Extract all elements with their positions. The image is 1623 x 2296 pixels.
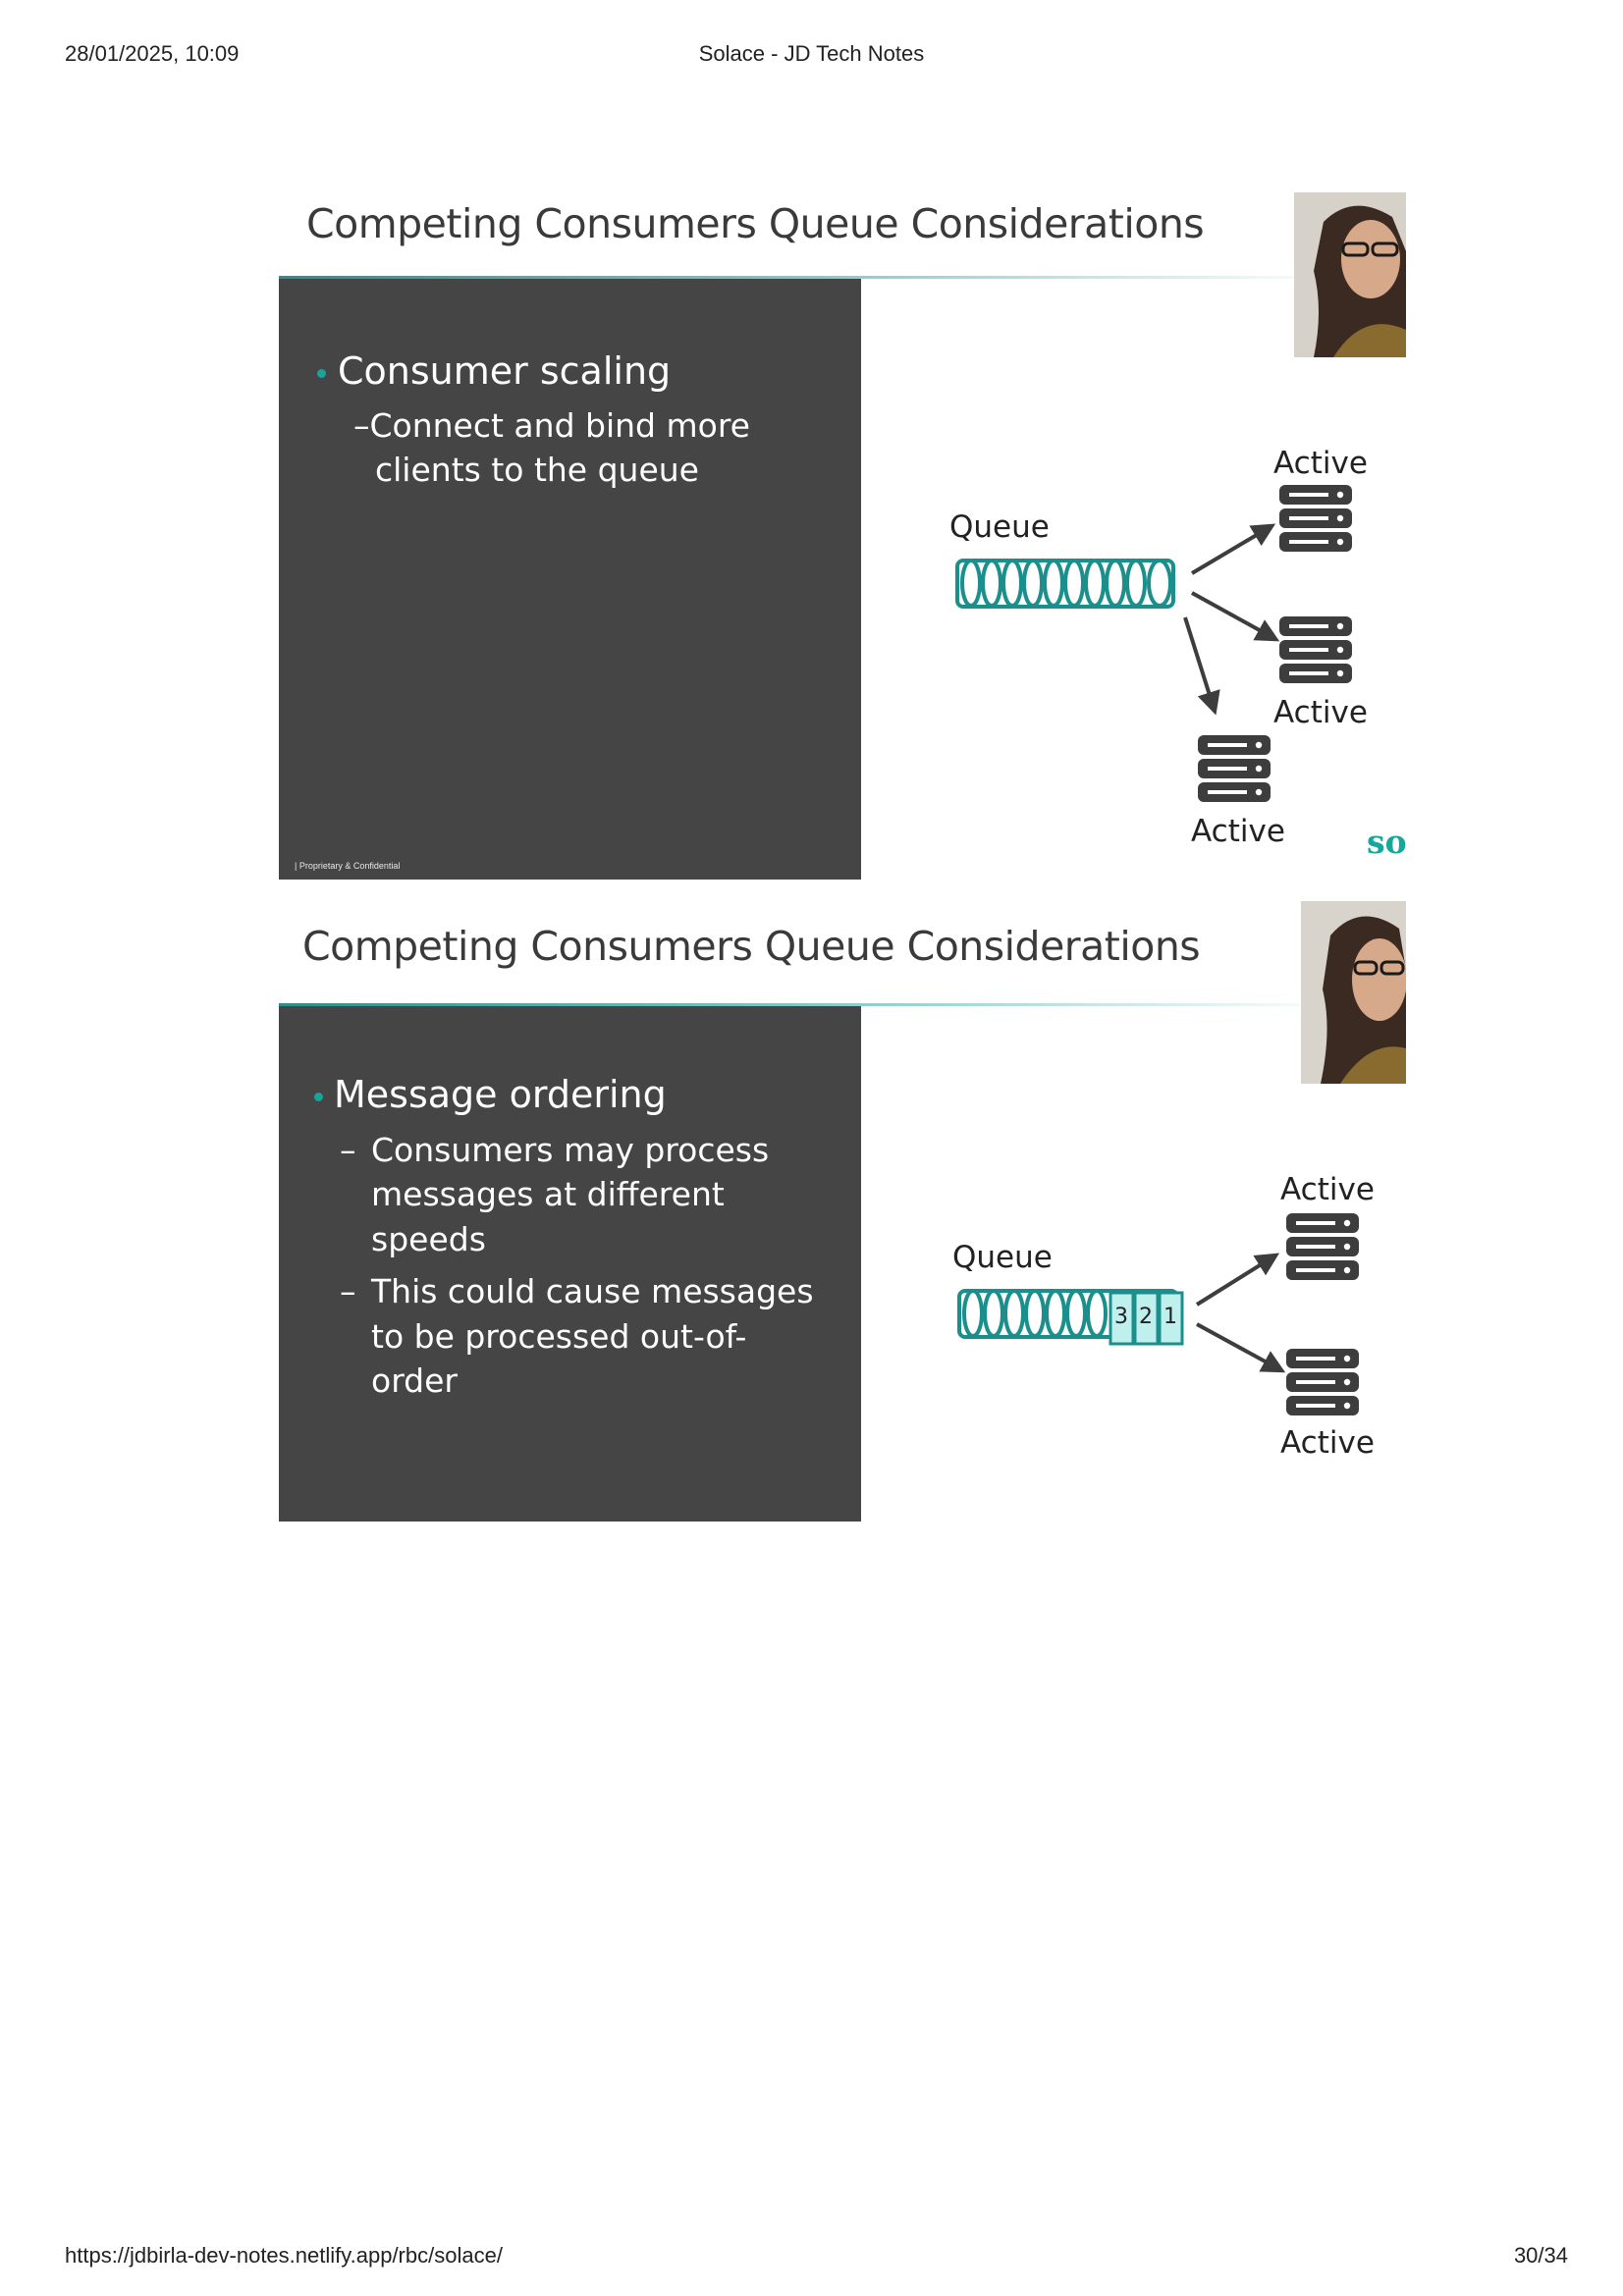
slide-title: Competing Consumers Queue Considerations: [302, 923, 1201, 970]
confidential-note: | Proprietary & Confidential: [295, 861, 401, 871]
sub-bullet-2-line-1: This could cause messages: [371, 1272, 814, 1310]
sub-bullet-dash-1: –: [340, 1131, 356, 1169]
queue-cylinder: 3 2 1: [957, 1289, 1184, 1346]
bullet-panel: Message ordering – Consumers may process…: [279, 1006, 861, 1522]
message-1-block: [1158, 1291, 1184, 1346]
server-2-icon: [1286, 1349, 1359, 1415]
arrow-to-consumer-2: [1196, 1322, 1286, 1373]
server-2-icon: [1279, 616, 1352, 683]
sub-bullet-1-line-3: speeds: [371, 1220, 486, 1258]
sub-bullet-line-1: –Connect and bind more: [353, 406, 750, 445]
queue-label: Queue: [949, 509, 1050, 545]
sub-bullet-2-line-2: to be processed out-of-: [371, 1317, 747, 1356]
bullet-panel: Consumer scaling –Connect and bind more …: [279, 279, 861, 880]
consumer-2-label: Active: [1280, 1425, 1375, 1461]
print-header-title: Solace - JD Tech Notes: [698, 41, 925, 66]
title-underline: [279, 276, 1300, 279]
queue-label: Queue: [952, 1240, 1053, 1275]
arrow-to-consumer-1: [1195, 1253, 1280, 1307]
message-number-2: 2: [1139, 1305, 1153, 1329]
title-underline: [279, 1003, 1300, 1006]
consumer-1-label: Active: [1273, 446, 1368, 481]
sub-bullet-1-line-2: messages at different: [371, 1175, 725, 1213]
message-ordering-diagram: Queue 3 2 1 Active Ac: [861, 901, 1406, 1522]
server-3-icon: [1198, 735, 1271, 802]
message-number-1: 1: [1163, 1305, 1177, 1329]
competing-consumers-diagram: Queue Active Active: [861, 192, 1406, 880]
sub-bullet-dash-2: –: [340, 1272, 356, 1310]
print-footer-page-number: 30/34: [1513, 2243, 1568, 2268]
message-3-block: [1109, 1291, 1135, 1346]
bullet-dot: [317, 369, 326, 378]
bullet-text: Consumer scaling: [338, 349, 672, 393]
slide-message-ordering: Competing Consumers Queue Considerations…: [279, 901, 1406, 1522]
arrow-to-consumer-1: [1190, 523, 1276, 575]
server-1-icon: [1279, 485, 1352, 552]
sub-bullet-1-line-1: Consumers may process: [371, 1131, 770, 1169]
solace-logo: sol: [1367, 823, 1406, 861]
message-number-3: 3: [1114, 1305, 1128, 1329]
presenter-webcam: [1294, 192, 1406, 357]
slide-consumer-scaling: Competing Consumers Queue Considerations…: [279, 192, 1406, 880]
print-footer-url: https://jdbirla-dev-notes.netlify.app/rb…: [65, 2243, 503, 2268]
bullet-dot: [314, 1093, 323, 1101]
slide-title: Competing Consumers Queue Considerations: [306, 200, 1205, 247]
arrow-to-consumer-3: [1183, 616, 1220, 716]
queue-cylinder: [955, 559, 1175, 609]
consumer-3-label: Active: [1191, 814, 1285, 849]
sub-bullet-2-line-3: order: [371, 1362, 458, 1400]
consumer-2-label: Active: [1273, 695, 1368, 730]
bullet-text: Message ordering: [334, 1073, 667, 1116]
message-2-block: [1133, 1291, 1160, 1346]
print-header-datetime: 28/01/2025, 10:09: [65, 41, 240, 66]
arrow-to-consumer-2: [1191, 591, 1280, 642]
sub-bullet-line-2: clients to the queue: [375, 451, 699, 489]
presenter-webcam: [1301, 901, 1406, 1084]
server-1-icon: [1286, 1213, 1359, 1280]
consumer-1-label: Active: [1280, 1172, 1375, 1207]
